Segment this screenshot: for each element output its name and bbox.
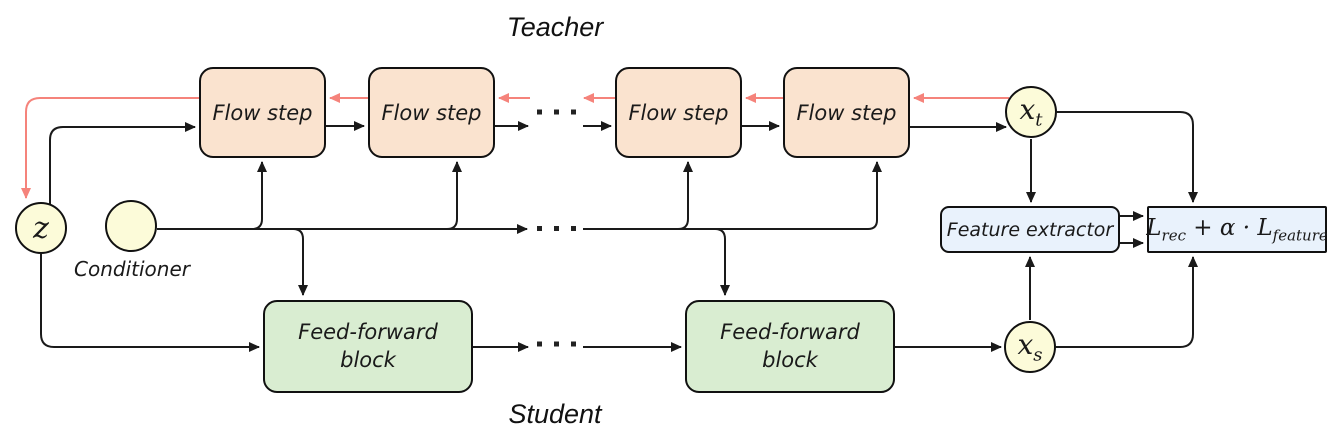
arrow-z-to-flow1 xyxy=(49,122,196,204)
conditioner-label: Conditioner xyxy=(74,257,190,281)
feed-forward-block-2: Feed-forward block xyxy=(685,300,895,393)
feed-forward-block-1: Feed-forward block xyxy=(263,300,473,393)
loss-formula: Lrec + α · Lfeature xyxy=(1146,214,1328,245)
flow-step-4: Flow step xyxy=(783,67,910,158)
conditioner-ellipsis-icon xyxy=(537,226,576,231)
feature-extractor-box: Feature extractor xyxy=(940,206,1120,253)
arrow-xs-to-loss xyxy=(1056,256,1198,348)
student-output-node: xs xyxy=(1004,321,1056,373)
arrow-conditioner-to-flow1 xyxy=(251,161,267,230)
backward-wires xyxy=(21,93,1009,199)
teacher-ellipsis-icon xyxy=(537,109,576,115)
arrow-xt-to-loss xyxy=(1057,111,1198,203)
student-section-label: Student xyxy=(508,399,602,429)
arrow-conditioner-to-flow3 xyxy=(677,161,693,230)
back-arrow-flow1-to-z xyxy=(21,97,199,199)
teacher-output-node: xt xyxy=(1005,86,1057,138)
flow-step-3: Flow step xyxy=(615,67,742,158)
flow-step-2: Flow step xyxy=(368,67,495,158)
latent-z-label: z xyxy=(33,210,49,246)
arrow-z-to-ff1 xyxy=(40,254,260,352)
teacher-section-label: Teacher xyxy=(506,12,604,42)
xs-label: xs xyxy=(1017,328,1043,366)
arrow-conditioner-to-ff1 xyxy=(292,228,308,296)
arrow-conditioner-to-ff2 xyxy=(714,228,730,296)
xt-label: xt xyxy=(1019,93,1043,131)
arrow-conditioner-to-flow4 xyxy=(583,161,882,230)
forward-wires xyxy=(40,111,1198,352)
flow-step-1: Flow step xyxy=(199,67,326,158)
student-ellipsis-icon xyxy=(537,341,576,347)
arrow-conditioner-to-flow2 xyxy=(446,161,462,230)
conditioner-node xyxy=(105,200,157,252)
loss-box: Lrec + α · Lfeature xyxy=(1146,206,1328,253)
latent-z-node: z xyxy=(15,202,67,254)
